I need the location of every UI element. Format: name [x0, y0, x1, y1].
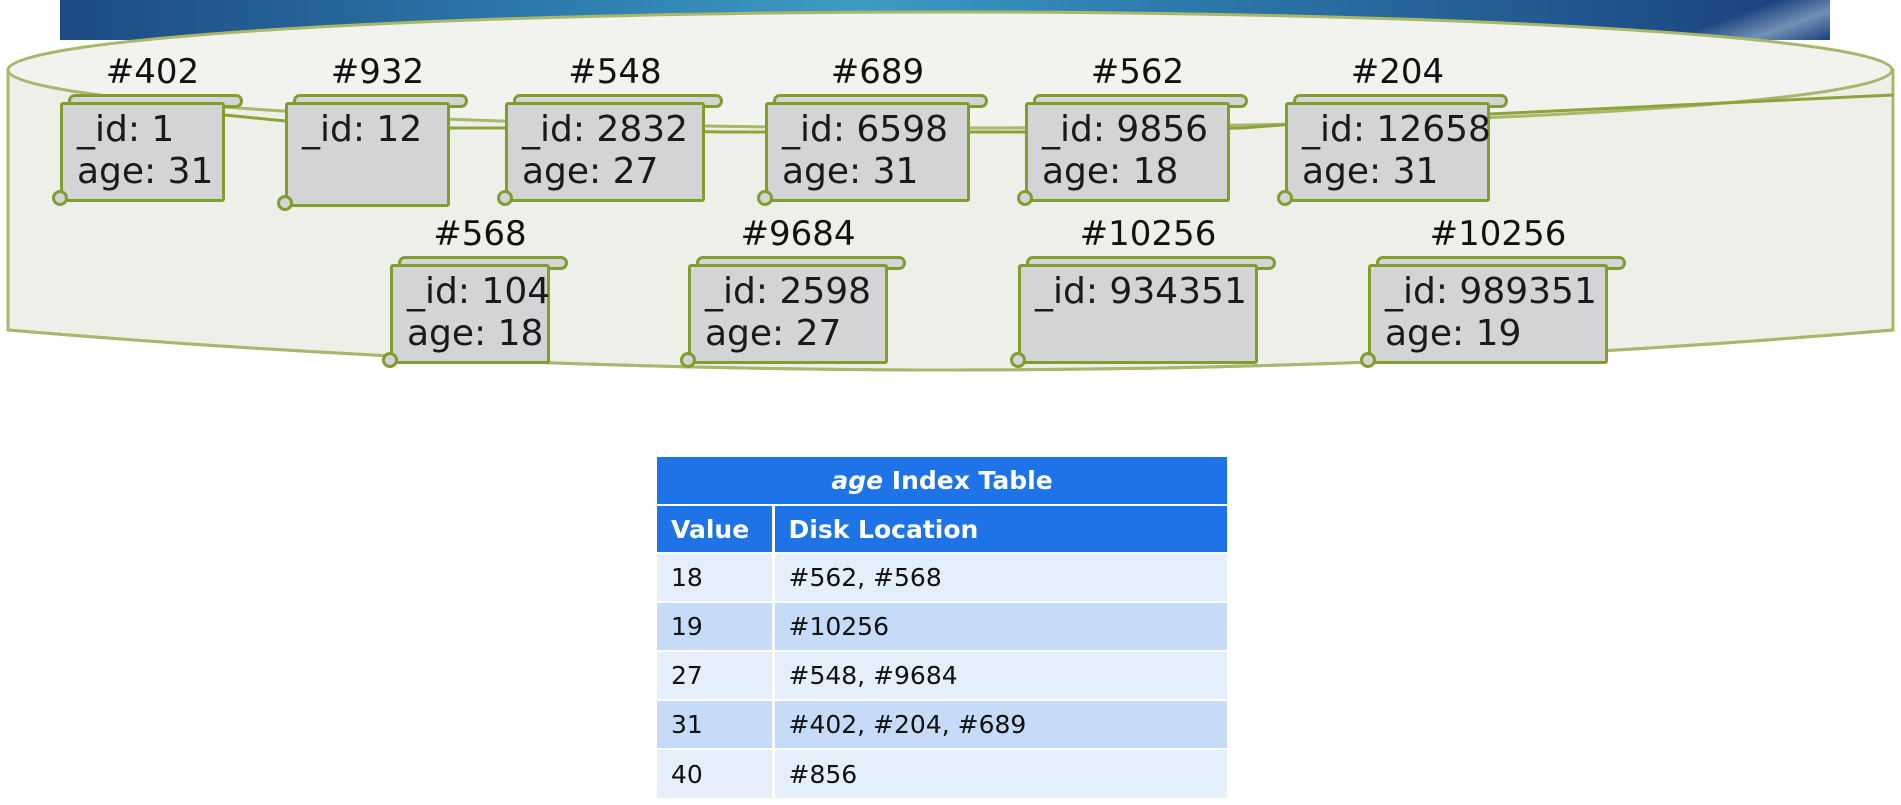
- row-locations: #856: [773, 748, 1227, 798]
- document-disk-location: #10256: [1429, 214, 1567, 254]
- table-title: age Index Table: [657, 457, 1227, 506]
- document-field: age: 19: [1385, 313, 1522, 354]
- document-field: age: 31: [782, 151, 919, 192]
- header-value: Value: [657, 505, 775, 553]
- document-field: _id: 9856: [1042, 109, 1209, 150]
- table-row: 18 #562, #568: [657, 552, 1227, 602]
- document-field: _id: 2598: [705, 271, 872, 312]
- scroll-curl: [1360, 352, 1376, 368]
- document-disk-location: #562: [1090, 52, 1185, 92]
- document-field: _id: 989351: [1385, 271, 1597, 312]
- row-value: 19: [657, 601, 775, 651]
- document-disk-location: #204: [1350, 52, 1445, 92]
- row-value: 40: [657, 748, 775, 798]
- row-value: 31: [657, 699, 775, 749]
- scroll-curl: [497, 190, 513, 206]
- document-field: age: 27: [705, 313, 842, 354]
- document-disk-location: #548: [568, 52, 662, 92]
- document-scroll: #10256 _id: 934351: [1010, 214, 1278, 374]
- document-disk-location: #568: [433, 214, 527, 254]
- document-field: _id: 1: [77, 109, 175, 150]
- document-field: age: 18: [407, 313, 544, 354]
- document-field: age: 31: [77, 151, 214, 192]
- document-disk-location: #10256: [1079, 214, 1217, 254]
- document-field: _id: 2832: [522, 109, 689, 150]
- row-locations: #10256: [773, 601, 1227, 651]
- table-row: 27 #548, #9684: [657, 650, 1227, 700]
- scroll-curl: [52, 190, 68, 206]
- row-locations: #402, #204, #689: [773, 699, 1227, 749]
- document-disk-location: #689: [830, 52, 925, 92]
- document-field: _id: 6598: [782, 109, 949, 150]
- document-field: age: 31: [1302, 151, 1439, 192]
- table-title-rest: Index Table: [883, 466, 1053, 495]
- table-row: 40 #856: [657, 748, 1227, 798]
- scroll-curl: [757, 190, 773, 206]
- document-scroll: #932 _id: 12: [277, 52, 470, 217]
- scroll-curl: [1017, 190, 1033, 206]
- row-value: 18: [657, 552, 775, 602]
- document-disk-location: #9684: [740, 214, 856, 254]
- age-index-table: age Index Table Value Disk Location 18 #…: [657, 457, 1227, 798]
- row-locations: #548, #9684: [773, 650, 1227, 700]
- document-field: _id: 934351: [1035, 271, 1247, 312]
- document-disk-location: #402: [105, 52, 200, 92]
- table-header-row: Value Disk Location: [657, 505, 1227, 553]
- scroll-curl: [1277, 190, 1293, 206]
- document-field: age: 27: [522, 151, 659, 192]
- document-field: _id: 104: [407, 271, 551, 312]
- document-body: _id: 934351: [1018, 264, 1258, 364]
- document-body: _id: 12: [285, 102, 450, 207]
- header-disk-location: Disk Location: [773, 505, 1227, 553]
- table-row: 19 #10256: [657, 601, 1227, 651]
- table-row: 31 #402, #204, #689: [657, 699, 1227, 749]
- row-locations: #562, #568: [773, 552, 1227, 602]
- document-field: _id: 12: [302, 109, 423, 150]
- row-value: 27: [657, 650, 775, 700]
- scroll-curl: [1010, 352, 1026, 368]
- scroll-curl: [680, 352, 696, 368]
- document-field: _id: 12658: [1302, 109, 1491, 150]
- scroll-curl: [382, 352, 398, 368]
- table-title-field: age: [831, 466, 884, 495]
- scroll-curl: [277, 195, 293, 211]
- document-field: age: 18: [1042, 151, 1179, 192]
- document-disk-location: #932: [330, 52, 425, 92]
